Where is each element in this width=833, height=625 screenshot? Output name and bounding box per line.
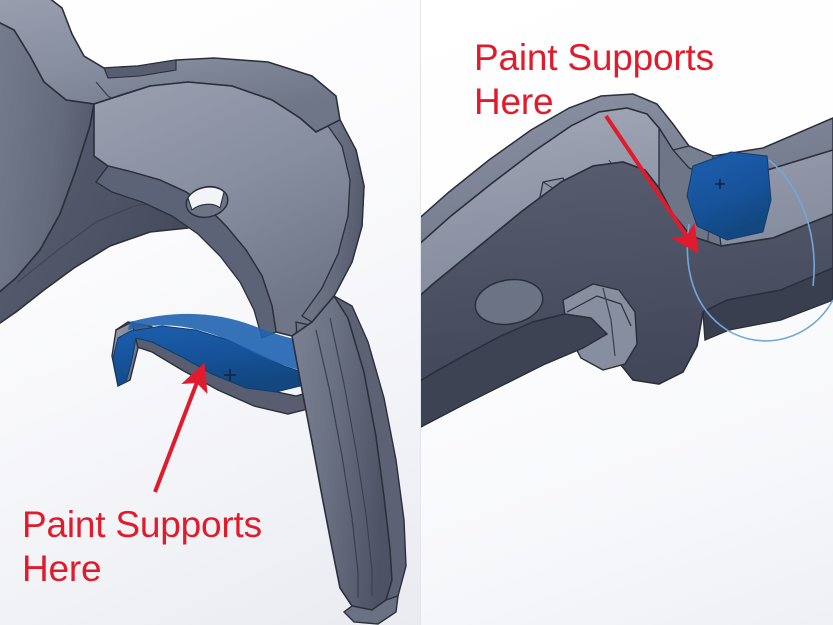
support-face-highlight-sheen [128, 313, 312, 372]
highlight-group-right[interactable] [686, 151, 833, 342]
rib-boss-crease [602, 287, 616, 357]
mid-plate-edge-band [301, 119, 365, 323]
panel-divider [420, 0, 421, 625]
rib-boss-edge [566, 295, 632, 327]
detail-front-group [421, 161, 833, 428]
annotation-label-left: Paint Supports Here [22, 504, 262, 589]
annotation-label-right: Paint Supports Here [474, 37, 714, 122]
hook-inner-notch [103, 59, 177, 79]
detail-lower-tail [421, 313, 609, 428]
sketch-curve [686, 223, 833, 342]
selection-crosshair-icon [224, 369, 236, 381]
pivot-hole-inner-lit [187, 186, 225, 211]
handle-bottom-cap [342, 594, 399, 625]
sketch-curve-upper [768, 159, 815, 287]
cad-view-right[interactable] [421, 0, 833, 625]
detail-right-edge-band [702, 267, 833, 342]
selection-crosshair-icon-right [715, 179, 725, 189]
cad-model-left [0, 0, 407, 625]
handle-crease-b [329, 317, 373, 596]
mid-body-group [93, 81, 365, 339]
handle-crease-a [315, 329, 359, 598]
through-hole [474, 278, 544, 326]
handle-group [291, 294, 407, 625]
cad-view-left[interactable] [0, 0, 420, 625]
paint-support-face-right[interactable] [686, 151, 772, 241]
